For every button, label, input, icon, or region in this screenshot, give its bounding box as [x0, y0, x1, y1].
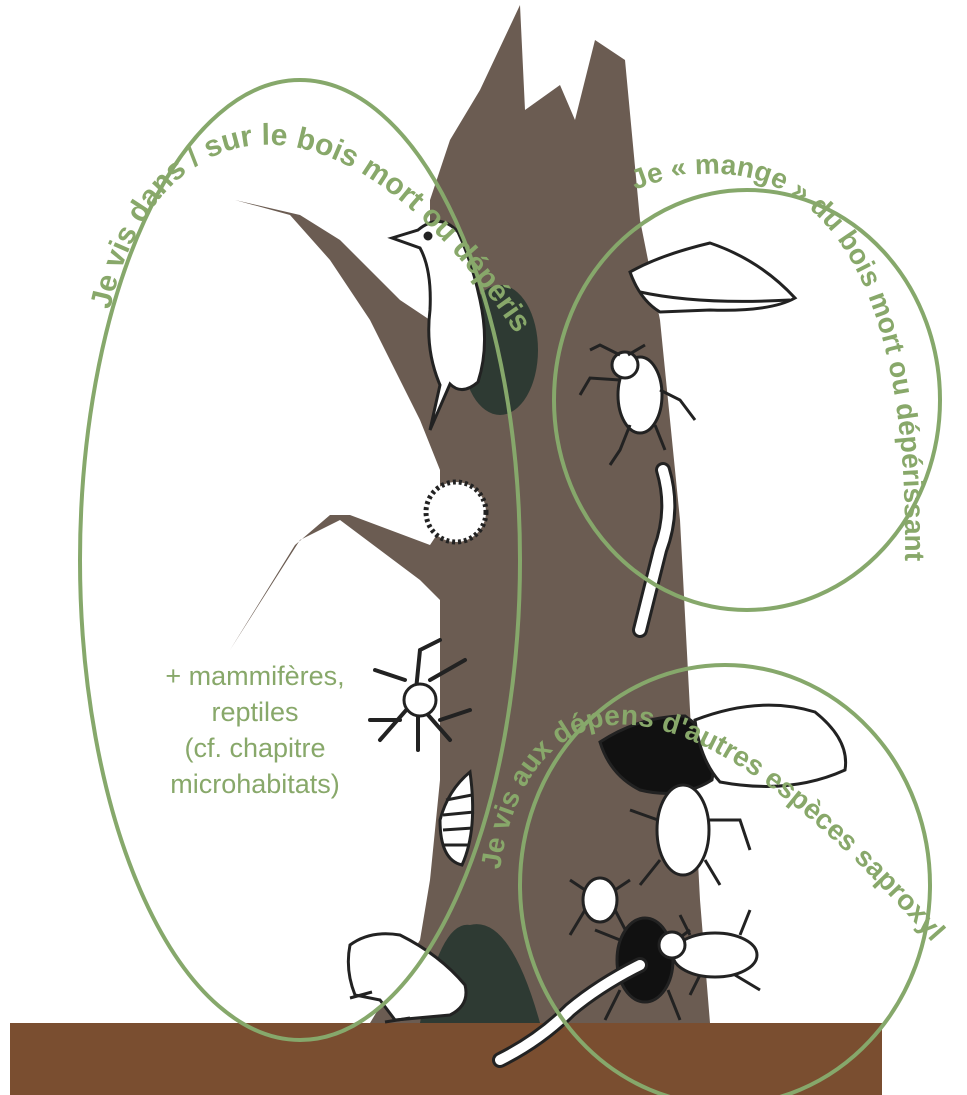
side-note-line: microhabitats): [105, 766, 405, 802]
side-note: + mammifères, reptiles (cf. chapitre mic…: [105, 658, 405, 802]
ground: [10, 1023, 882, 1095]
moss-ball-icon: [426, 482, 486, 542]
bracket-fungus-icon: [630, 243, 795, 312]
side-note-line: reptiles: [105, 694, 405, 730]
side-note-line: (cf. chapitre: [105, 730, 405, 766]
side-note-line: + mammifères,: [105, 658, 405, 694]
